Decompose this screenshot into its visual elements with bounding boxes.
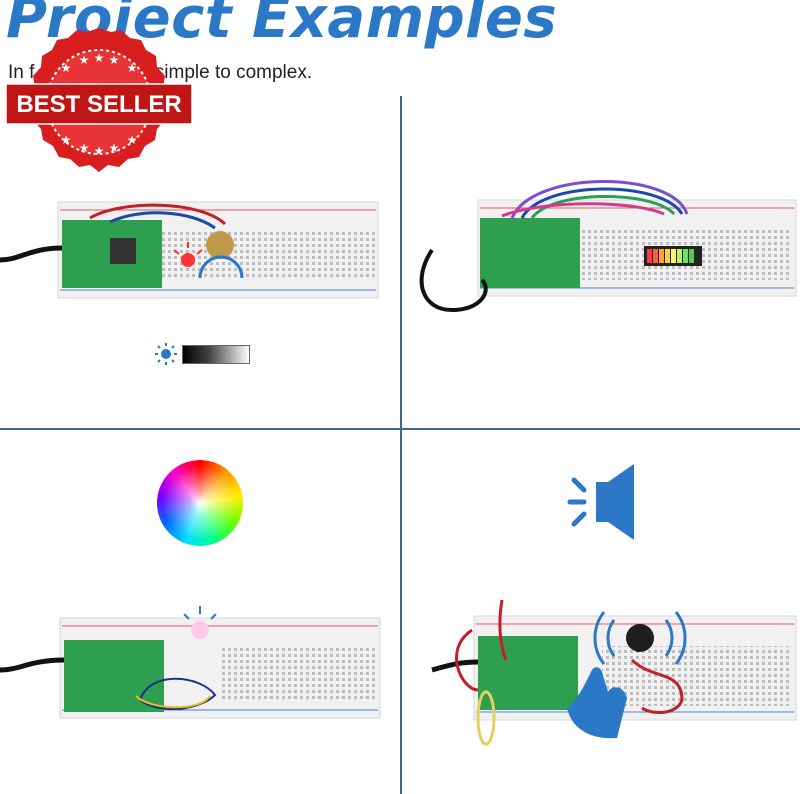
brightness-icon [155, 343, 177, 365]
led-bar-graph [644, 246, 702, 266]
potentiometer-icon [206, 231, 234, 259]
svg-text:★: ★ [109, 53, 120, 67]
led-light-icon [181, 253, 195, 267]
svg-text:★: ★ [61, 61, 72, 75]
badge-label: BEST SELLER [16, 91, 181, 118]
svg-text:★: ★ [94, 144, 105, 158]
best-seller-badge: BEST SELLER ★ ★ ★ ★ ★ ★ ★ ★ ★ ★ [5, 28, 193, 172]
breadboard-led-bar [419, 180, 797, 313]
breadboard-rgb-led [0, 606, 381, 719]
touch-hand-icon [567, 667, 627, 739]
color-wheel-icon [157, 460, 243, 546]
breadboard-potentiometer [0, 201, 379, 299]
brightness-gradient-bar [182, 345, 250, 364]
svg-text:★: ★ [79, 141, 90, 155]
svg-text:★: ★ [127, 133, 138, 147]
pico-board [480, 218, 580, 288]
rgb-led-icon [191, 621, 209, 639]
svg-text:★: ★ [79, 53, 90, 67]
breadboard-buzzer [431, 599, 797, 746]
vertical-divider [400, 96, 402, 794]
pico-board [478, 636, 578, 710]
buzzer-icon [626, 624, 654, 652]
svg-text:★: ★ [109, 141, 120, 155]
speaker-icon [567, 464, 634, 540]
svg-text:★: ★ [61, 133, 72, 147]
pico-board [64, 640, 164, 712]
badge-stars: ★ ★ ★ ★ ★ ★ ★ ★ ★ ★ [61, 51, 138, 158]
svg-text:★: ★ [94, 51, 105, 65]
horizontal-divider [0, 428, 800, 430]
svg-text:★: ★ [127, 61, 138, 75]
